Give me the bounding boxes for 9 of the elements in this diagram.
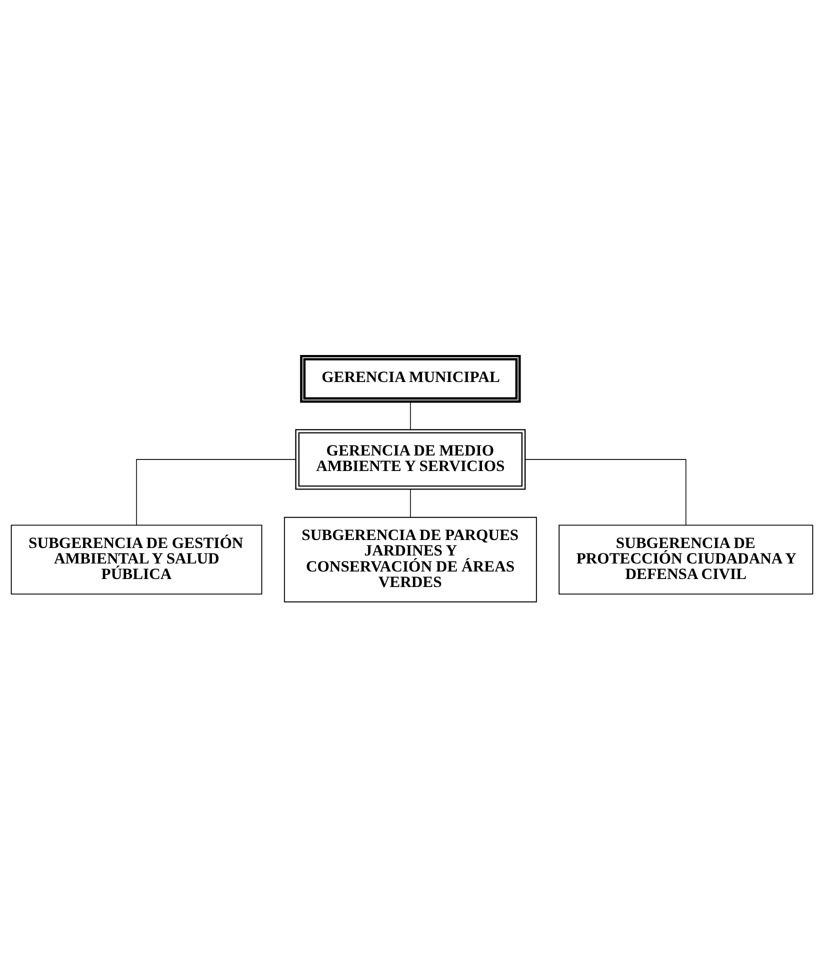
node-box: GERENCIA MUNICIPAL — [300, 354, 521, 403]
connector — [410, 401, 411, 430]
node-box: SUBGERENCIA DE PARQUES JARDINES Y CONSERVACIÓN DE ÁREAS VERDES — [284, 516, 537, 602]
connector — [410, 488, 411, 518]
node-box: SUBGERENCIA DE GESTIÓN AMBIENTAL Y SALUD PÚBLICA — [10, 524, 262, 595]
connector — [524, 459, 686, 526]
node-box: SUBGERENCIA DE PROTECCIÓN CIUDADANA Y DEFENSA CIVIL — [558, 524, 814, 595]
node-box: GERENCIA DE MEDIO AMBIENTE Y SERVICIOS — [295, 429, 526, 490]
connector — [136, 459, 296, 526]
